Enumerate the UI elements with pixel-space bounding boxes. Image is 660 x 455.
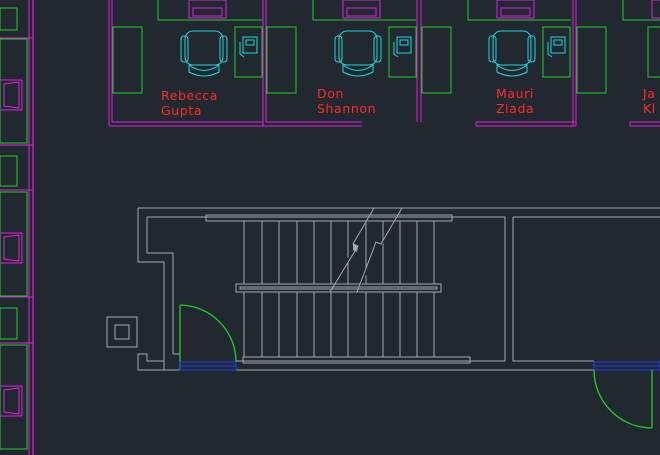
occupant-name-line1: Mauri [496, 86, 534, 101]
left-cubicle-column [0, 0, 34, 455]
stairwell [106, 207, 660, 371]
stair-break-line [329, 207, 403, 293]
cubicle-2: Don Shannon [262, 0, 422, 127]
stair-door [179, 304, 237, 371]
chair-icon [0, 79, 23, 111]
occupant-name-line2: Kl [643, 101, 656, 116]
cubicle-4: Ja Kl [576, 0, 660, 127]
office-chair-icon [488, 30, 536, 77]
occupant-name-line2: Zlada [496, 101, 534, 116]
phone-icon [393, 36, 412, 58]
cubicle-3: Mauri Zlada [421, 0, 577, 127]
chair-icon [0, 385, 23, 417]
cubicle-1: Rebecca Gupta [108, 0, 263, 127]
stair-treads [243, 221, 435, 357]
occupant-name-line1: Ja [642, 86, 656, 101]
chair-icon [0, 232, 23, 264]
occupant-name-line2: Gupta [161, 103, 202, 118]
phone-icon [547, 36, 566, 58]
occupant-name-line1: Rebecca [161, 88, 218, 103]
occupant-name-line2: Shannon [317, 101, 376, 116]
phone-icon [239, 36, 258, 58]
occupant-name-line1: Don [317, 86, 344, 101]
office-chair-icon [334, 30, 382, 77]
room-door [593, 361, 660, 429]
office-chair-icon [180, 30, 228, 77]
